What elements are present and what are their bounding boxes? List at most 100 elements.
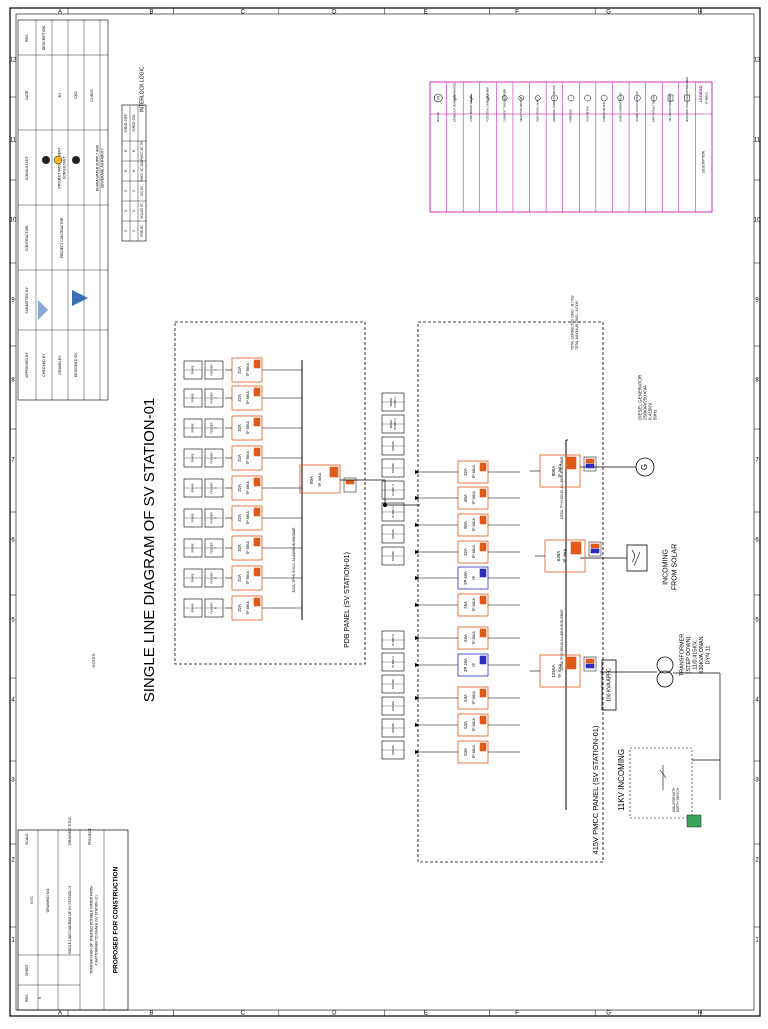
rev-label: REV. (25, 34, 29, 42)
interlock-value: X (131, 169, 136, 172)
feeder-rating: 80A (463, 494, 468, 502)
pdb-load-label: SPARE (191, 603, 195, 612)
drawing-title-text: SINGLE LINE DIAGRAM OF SV STATION-01 (68, 885, 72, 954)
frame-col-number: 2 (755, 858, 759, 864)
pdb-feeder-rating: 32A (237, 366, 242, 374)
incomer-rating: 630A (556, 551, 561, 562)
pdb-load-label: FEEDER (210, 512, 214, 523)
load-label: PUMP-2 (393, 418, 397, 430)
frame-col-number: 12 (754, 58, 761, 64)
legend-lamp-icon (519, 95, 524, 101)
frame-col-number: 6 (755, 538, 759, 544)
load-label: SPARE (391, 745, 395, 755)
pdb-load-label: FEEDER (210, 392, 214, 403)
by-label: BY (58, 92, 62, 97)
pdb-incomer-box (299, 464, 341, 494)
breaker-icon (479, 462, 487, 472)
frame-col-number: 8 (11, 378, 15, 384)
frame-col-number: 8 (755, 378, 759, 384)
pdb-load-label: FEEDER (210, 602, 214, 613)
frame-row-letter: F (515, 10, 519, 16)
left-title-block (17, 19, 109, 401)
date-label: DATE (25, 90, 29, 100)
interlock-value: 1 (131, 189, 136, 192)
pdb-load-label: 7 (214, 547, 218, 549)
legend-description-header: DESCRIPTION (702, 150, 706, 172)
pdb-load-label: SPARE (191, 365, 195, 374)
generator-icon: G (640, 464, 649, 470)
project-text: TRANSMISSION OF TREATED POTABLE WATER FR… (89, 886, 93, 974)
arrow-icon (415, 636, 420, 640)
drawing-title-label: DRAWING TITLE: (68, 816, 72, 845)
pdb-load-label: FEEDER (210, 542, 214, 553)
interlock-header: PMCC I/C TR (140, 141, 144, 161)
relay-indicator (345, 479, 355, 485)
interlock-row-label: GRID OFF (123, 113, 128, 133)
client-text: SEWERAGE AUTHORITY (100, 147, 104, 188)
incomer-type: TP, 36KA (558, 463, 562, 478)
isolator-switch-icon (659, 765, 667, 790)
pdb-feeder-type: TP 36KA (246, 571, 250, 585)
feeder-rating: 32A (463, 548, 468, 556)
relay-indicator (590, 548, 600, 554)
relay-box (583, 656, 597, 672)
isolator-label: EARTH SWITCH (676, 787, 680, 812)
pdb-load-label: 1 (214, 369, 218, 371)
relay-indicator (585, 458, 595, 464)
frame-row-letter: D (332, 1011, 337, 1017)
contractor-logo-icon (72, 290, 88, 306)
pdb-load-label: FEEDER (210, 452, 214, 463)
frame-col-number: 12 (10, 58, 17, 64)
mccb-icon (253, 567, 261, 577)
legend-item: VOLTMETER (585, 106, 589, 122)
pdb-load-label: FEEDER (210, 364, 214, 375)
transformer-label: 11/0.415KV, (692, 640, 698, 670)
legend-lamp-icon (501, 95, 508, 101)
isolator-label: ISOLATOR WITH (672, 787, 676, 813)
frame-col-number: 7 (11, 458, 15, 464)
apfc-box (601, 659, 617, 711)
frame-col-number: 10 (754, 218, 761, 224)
pdb-load-label: SPARE (191, 423, 195, 432)
load-label: BORE (389, 420, 393, 429)
pmcc-panel-boundary (417, 321, 604, 863)
feeder-rating: 63A (463, 721, 468, 729)
legend-item: OVER CURRENT RELAY (618, 92, 622, 122)
frame-row-letter: G (606, 10, 611, 16)
legend-lamp-icon (535, 95, 540, 101)
acb-icon (565, 456, 577, 470)
load-label: SPARE (391, 701, 395, 711)
breaker-icon (479, 715, 487, 725)
mccb-icon (253, 477, 261, 487)
mccb-icon (253, 387, 261, 397)
ckd-label: CKD (74, 91, 78, 99)
isolator-enclosure (629, 747, 693, 819)
frame-col-number: 3 (11, 778, 15, 784)
frame-row-letter: F (515, 1011, 519, 1017)
load-label: BORE (389, 398, 393, 407)
pdb-load-label: SPARE (191, 393, 195, 402)
frame-col-number: 4 (11, 698, 15, 704)
arrow-icon (415, 496, 420, 500)
interlock-row-label: GRID ON (131, 114, 136, 131)
contractor-label: CONTRACTOR: (25, 225, 29, 251)
load-label: PUMP-1 (393, 396, 397, 408)
feeder-type: TP 36KA (472, 491, 476, 505)
arrow-icon (415, 603, 420, 607)
interlock-value: 1 (123, 229, 128, 232)
load-label: PUMP-6 (391, 656, 395, 668)
legend-meter-icon (650, 94, 658, 102)
feeder-type: TP (472, 662, 476, 667)
generator-label: 50Hz (653, 409, 658, 420)
feeder-type: TP 36KA (472, 465, 476, 479)
legend-item: AMMETER (569, 109, 573, 122)
legend-item: MOULDED CASE CIRCUIT BREAKER (685, 77, 689, 122)
breaker-icon (479, 515, 487, 525)
legend-meter-icon (617, 94, 625, 102)
frame-row-letter: A (58, 10, 62, 16)
incomer-rating: 800A (551, 466, 556, 477)
load-label: SPARE (391, 551, 395, 561)
